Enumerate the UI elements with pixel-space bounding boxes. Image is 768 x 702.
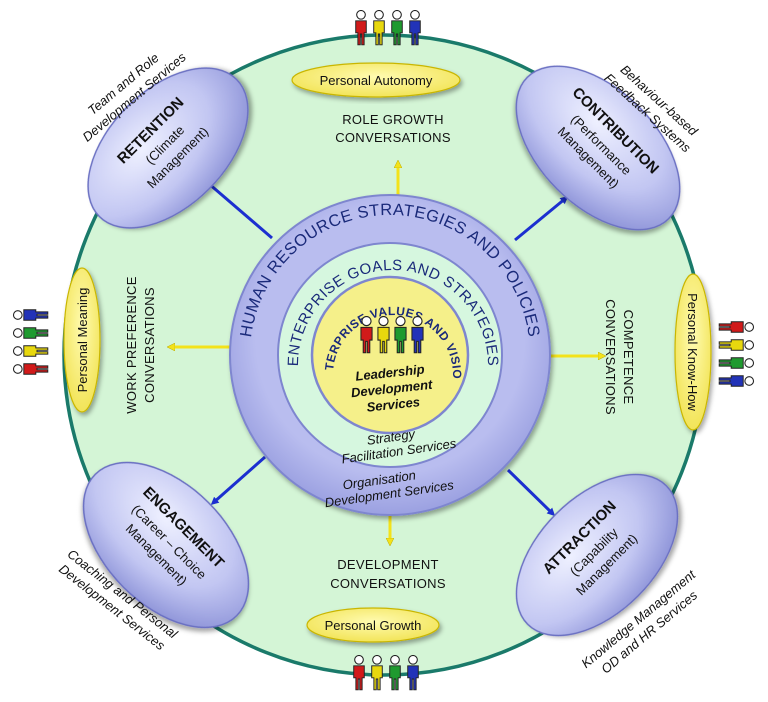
pill-left-shape [63,267,101,413]
blue-arrow-tr [514,196,569,242]
fig-right-yellow [718,339,755,351]
fig-left-green [12,327,49,339]
centre-line-3: Services [366,394,421,415]
blue-arrow-tl [205,181,273,240]
oval-retention: RETENTION (Climate Management) [87,67,249,229]
strategy-line-1: Strategy [366,426,418,448]
fig-bottom-blue [407,655,419,691]
pill-left-label: Personal Meaning [75,288,90,393]
fig-left-yellow [12,345,49,357]
blue-arrow-bl [210,455,266,505]
pill-bottom-label: Personal Growth [325,618,422,633]
pill-bottom-shape [306,607,440,643]
oval-contribution: CONTRIBUTION (Performance Management) [515,65,681,231]
pill-right-label: Personal Know-How [685,293,700,411]
fig-right-green [718,357,755,369]
conv-bottom-2: CONVERSATIONS [330,576,446,591]
pill-bottom: Personal Growth [306,607,440,643]
enterprise-values-disc [310,275,470,435]
blue-arrow-br [506,468,556,517]
conv-right-2: CONVERSATIONS [603,299,618,415]
pill-right: Personal Know-How [674,273,712,431]
pill-right-shape [674,273,712,431]
pill-left: Personal Meaning [63,267,101,413]
oval-retention-shape [87,67,249,229]
fig-bottom-red [353,655,365,691]
blue-arrows [205,181,569,517]
oval-engagement: ENGAGEMENT (Career – Choice Management) [82,461,250,629]
fig-right-red [718,321,755,333]
fig-left-red [12,363,49,375]
conv-bottom-1: DEVELOPMENT [337,557,439,572]
conv-left-1: WORK PREFERENCE [124,276,139,413]
conv-top-2: CONVERSATIONS [335,130,451,145]
figures-left [12,309,49,375]
fig-bottom-yellow [371,655,383,691]
conv-right-1: COMPETENCE [621,310,636,405]
oval-contribution-shape [515,65,681,231]
pill-top-shape [291,62,461,98]
oval-engagement-shape [82,461,250,629]
figures-right [718,321,755,387]
fig-bottom-green [389,655,401,691]
conv-left-2: CONVERSATIONS [142,287,157,403]
oval-attraction: ATTRACTION (Capability Management) [515,473,679,637]
fig-left-blue [12,309,49,321]
conv-top-1: ROLE GROWTH [342,112,444,127]
centre-line-1: Leadership [355,362,426,384]
fig-right-blue [718,375,755,387]
oval-attraction-shape [515,473,679,637]
pill-top: Personal Autonomy [291,62,461,98]
pill-top-label: Personal Autonomy [320,73,433,88]
